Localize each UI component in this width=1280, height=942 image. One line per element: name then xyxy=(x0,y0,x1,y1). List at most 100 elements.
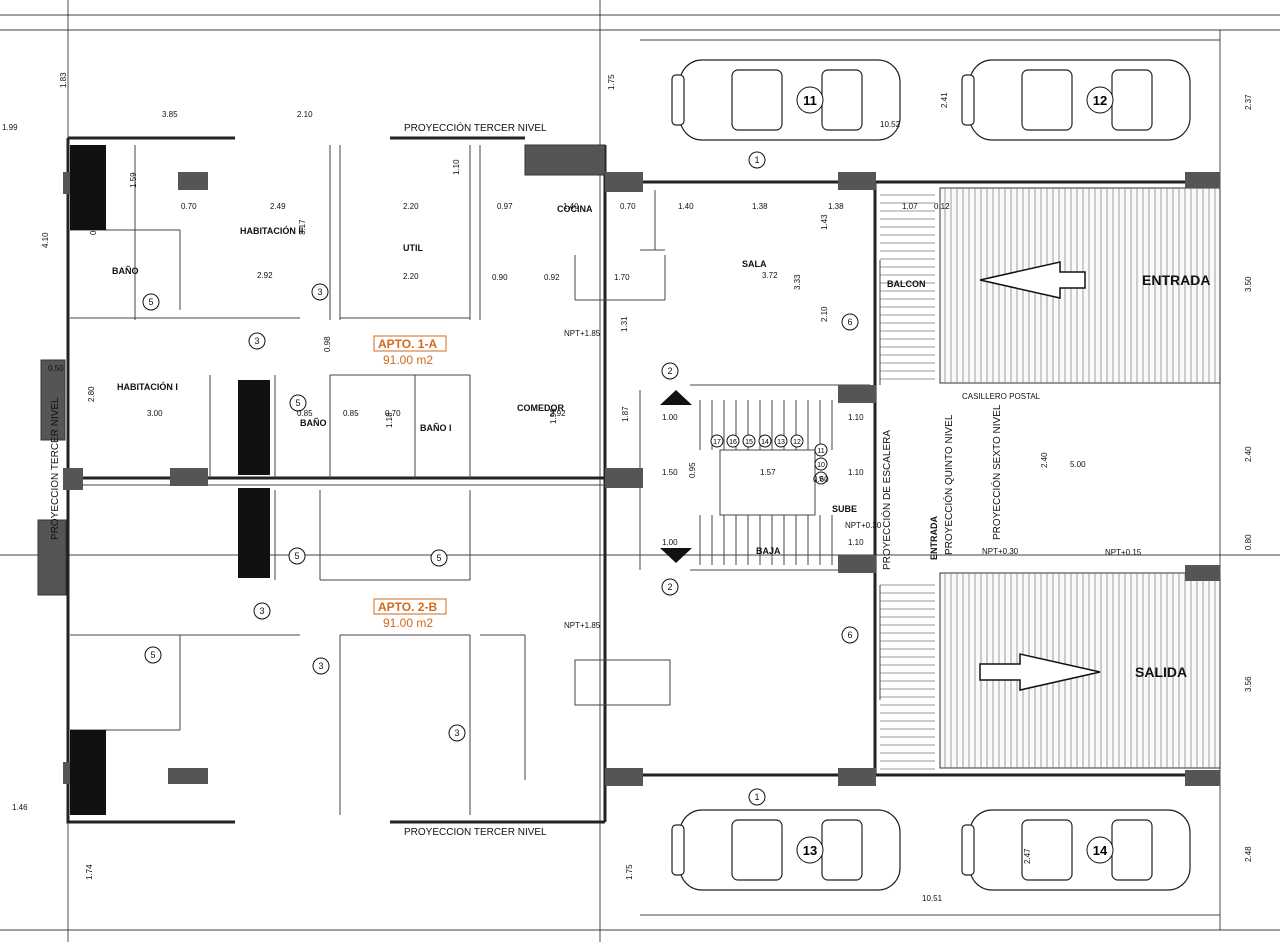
dim-d_178: 1.78 xyxy=(87,202,103,211)
door-tag-d1_a: 1 xyxy=(748,151,766,169)
door-tag-d6_a: 6 xyxy=(841,313,859,331)
dim-d_372: 3.72 xyxy=(762,271,778,280)
proj-left: PROYECCION TERCER NIVEL xyxy=(50,397,61,540)
door-tag-d6_b: 6 xyxy=(841,626,859,644)
stair-step-17: 17 xyxy=(710,434,724,448)
dim-d_317: 3.17 xyxy=(298,219,307,235)
dim-d_110b: 1.10 xyxy=(848,468,864,477)
door-tag-d3_e: 3 xyxy=(448,724,466,742)
dim-d_140b: 1.40 xyxy=(678,202,694,211)
stair-step-10: 10 xyxy=(814,457,828,471)
label-sala: SALA xyxy=(742,259,767,269)
dim-d_187: 1.87 xyxy=(621,406,630,422)
dim-d_350: 3.50 xyxy=(1244,276,1253,292)
svg-text:14: 14 xyxy=(761,439,769,446)
svg-text:10: 10 xyxy=(817,462,825,469)
dim-d_097: 0.97 xyxy=(497,202,513,211)
door-tag-d5_c: 5 xyxy=(288,547,306,565)
svg-text:1: 1 xyxy=(754,792,759,802)
svg-text:16: 16 xyxy=(729,439,737,446)
label-entrada-small: ENTRADA xyxy=(929,516,939,560)
dim-d_237: 2.37 xyxy=(1244,94,1253,110)
label-comedor: COMEDOR xyxy=(517,403,565,413)
dim-d_012: 0.12 xyxy=(934,202,950,211)
dim-d_085a: 0.85 xyxy=(297,409,313,418)
level-marks: NPT+1.85 NPT+1.85 NPT+0.30 NPT+0.30 NPT+… xyxy=(564,329,1142,630)
dim-d_220b: 2.20 xyxy=(403,272,419,281)
dim-d_098: 0.98 xyxy=(323,336,332,352)
hatch-lines xyxy=(880,188,1216,770)
door-tag-d3_b: 3 xyxy=(248,332,266,350)
label-entrada: ENTRADA xyxy=(1142,272,1210,288)
svg-text:2: 2 xyxy=(667,366,672,376)
parking-number-11: 11 xyxy=(803,93,817,108)
door-tag-d3_c: 3 xyxy=(253,602,271,620)
dim-d_385: 3.85 xyxy=(162,110,178,119)
dim-d_199: 1.99 xyxy=(2,123,18,132)
label-util: UTIL xyxy=(403,243,423,253)
parking-number-13: 13 xyxy=(803,843,817,858)
label-bano-b: BAÑO xyxy=(300,418,327,428)
label-hab1: HABITACIÓN I xyxy=(117,381,178,392)
dim-d_070c: 0.70 xyxy=(385,409,401,418)
stair-steps xyxy=(699,400,833,565)
svg-text:3: 3 xyxy=(318,661,323,671)
room-labels: HABITACIÓN II UTIL COCINA SALA BALCON HA… xyxy=(112,204,1210,680)
dim-d_410: 4.10 xyxy=(41,232,50,248)
svg-text:5: 5 xyxy=(295,398,300,408)
svg-text:3: 3 xyxy=(254,336,259,346)
dim-d_138b: 1.38 xyxy=(828,202,844,211)
dim-d_118: 1.18 xyxy=(385,412,394,428)
car-12: 12 xyxy=(961,59,1191,141)
dim-d_500: 5.00 xyxy=(1070,460,1086,469)
stair-step-11: 11 xyxy=(814,443,828,457)
dim-d_247: 2.47 xyxy=(1023,848,1032,864)
svg-text:11: 11 xyxy=(817,448,824,455)
interior-walls xyxy=(70,145,881,815)
dim-d_196: 1.96 xyxy=(549,408,558,424)
dim-d_096: 0.96 xyxy=(89,219,98,235)
dim-d_138a: 1.38 xyxy=(752,202,768,211)
dim-d_095: 0.95 xyxy=(688,462,697,478)
apt-2b-area: 91.00 m2 xyxy=(383,616,433,630)
dim-d_131: 1.31 xyxy=(620,316,629,332)
door-tag-d5_e: 5 xyxy=(144,646,162,664)
stair-labels: SUBE BAJA xyxy=(756,504,857,556)
direction-arrows xyxy=(660,261,1101,691)
apt-1a-label: APTO. 1-A xyxy=(378,337,437,351)
dim-d_085b: 0.85 xyxy=(343,409,359,418)
svg-text:12: 12 xyxy=(793,439,801,446)
dim-d_170: 1.70 xyxy=(614,273,630,282)
dim-d_280: 2.80 xyxy=(87,386,96,402)
closets xyxy=(70,145,270,815)
stair-step-14: 14 xyxy=(758,434,772,448)
dim-d_070a: 0.70 xyxy=(620,202,636,211)
parking-number-12: 12 xyxy=(1093,93,1107,108)
svg-text:1: 1 xyxy=(754,155,759,165)
svg-text:15: 15 xyxy=(745,439,753,446)
proj-top: PROYECCIÓN TERCER NIVEL xyxy=(404,121,547,134)
door-tag-d5_d: 5 xyxy=(430,549,448,567)
stair-step-9: 9 xyxy=(814,471,828,485)
stair-step-12: 12 xyxy=(790,434,804,448)
dim-d_175b: 1.75 xyxy=(625,864,634,880)
label-sube: SUBE xyxy=(832,504,857,514)
dim-d_1052: 10.52 xyxy=(880,120,901,129)
label-bano-a: BAÑO xyxy=(112,266,139,276)
dim-d_157: 1.57 xyxy=(760,468,776,477)
svg-text:5: 5 xyxy=(150,650,155,660)
proj-bottom: PROYECCION TERCER NIVEL xyxy=(404,827,547,838)
dim-d_080: 0.80 xyxy=(1244,534,1253,550)
label-baja: BAJA xyxy=(756,546,781,556)
dim-d_292b: 2.92 xyxy=(550,409,566,418)
door-tag-d2_a: 2 xyxy=(661,362,679,380)
dim-d_183: 1.83 xyxy=(59,72,68,88)
dim-d_249: 2.49 xyxy=(270,202,286,211)
dim-d_220a: 2.20 xyxy=(403,202,419,211)
dim-d_090a: 0.90 xyxy=(492,273,508,282)
